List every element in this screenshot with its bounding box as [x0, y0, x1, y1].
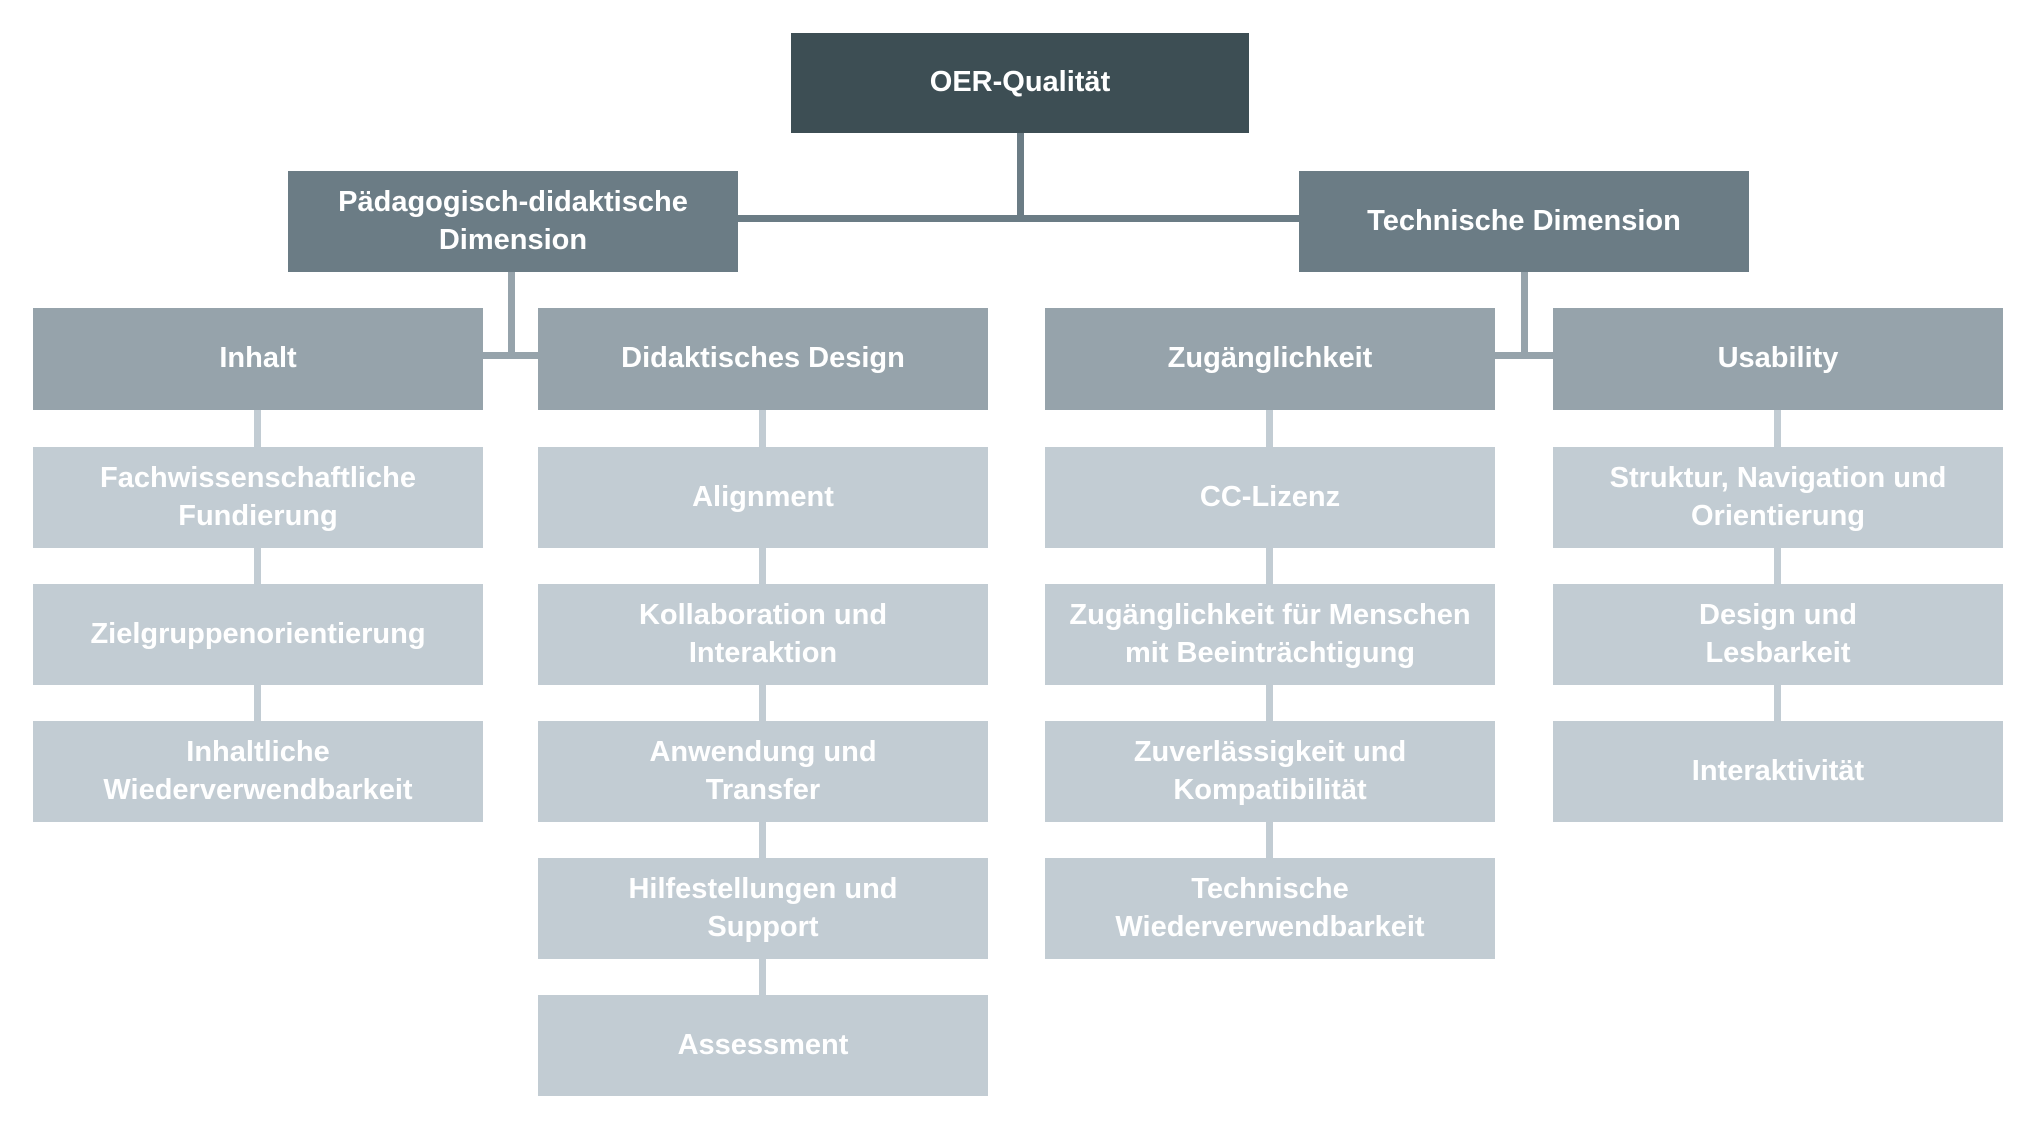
connector-col3-gap2 — [1266, 548, 1273, 584]
node-zielgruppenorientierung: Zielgruppenorientierung — [33, 584, 483, 685]
node-design-und-lesbarkeit: Design und Lesbarkeit — [1553, 584, 2003, 685]
connector-col2-gap3 — [759, 685, 766, 721]
connector-col3-gap1 — [1266, 410, 1273, 447]
connector-col3-gap4 — [1266, 822, 1273, 858]
node-oer-qualitaet: OER-Qualität — [791, 33, 1249, 133]
connector-col2-gap1 — [759, 410, 766, 447]
connector-col2-gap2 — [759, 548, 766, 584]
node-fachwissenschaftliche-fundierung: Fachwissenschaftliche Fundierung — [33, 447, 483, 548]
connector-col1-gap1 — [254, 410, 261, 447]
node-anwendung-und-transfer: Anwendung und Transfer — [538, 721, 988, 822]
connector-root-vertical — [1017, 133, 1024, 219]
node-paedagogisch-didaktische-dimension: Pädagogisch-didaktische Dimension — [288, 171, 738, 272]
connector-col1-gap2 — [254, 548, 261, 584]
connector-col4-gap3 — [1774, 685, 1781, 721]
node-kollaboration-und-interaktion: Kollaboration und Interaktion — [538, 584, 988, 685]
connector-technische-vertical — [1521, 272, 1528, 359]
node-struktur-navigation-orientierung: Struktur, Navigation und Orientierung — [1553, 447, 2003, 548]
connector-paedagogisch-horizontal — [483, 352, 538, 359]
node-technische-wiederverwendbarkeit: Technische Wiederverwendbarkeit — [1045, 858, 1495, 959]
node-usability: Usability — [1553, 308, 2003, 410]
connector-col4-gap1 — [1774, 410, 1781, 447]
node-didaktisches-design: Didaktisches Design — [538, 308, 988, 410]
node-inhaltliche-wiederverwendbarkeit: Inhaltliche Wiederverwendbarkeit — [33, 721, 483, 822]
node-alignment: Alignment — [538, 447, 988, 548]
connector-col3-gap3 — [1266, 685, 1273, 721]
node-zugaenglichkeit: Zugänglichkeit — [1045, 308, 1495, 410]
node-cc-lizenz: CC-Lizenz — [1045, 447, 1495, 548]
node-inhalt: Inhalt — [33, 308, 483, 410]
node-assessment: Assessment — [538, 995, 988, 1096]
connector-technische-horizontal — [1495, 352, 1553, 359]
node-zugaenglichkeit-fuer-menschen: Zugänglichkeit für Menschen mit Beeinträ… — [1045, 584, 1495, 685]
node-zuverlaessigkeit-und-kompatibilitaet: Zuverlässigkeit und Kompatibilität — [1045, 721, 1495, 822]
node-hilfestellungen-und-support: Hilfestellungen und Support — [538, 858, 988, 959]
connector-dimensions-horizontal — [738, 215, 1299, 222]
connector-col4-gap2 — [1774, 548, 1781, 584]
connector-paedagogisch-vertical — [508, 272, 515, 359]
node-technische-dimension: Technische Dimension — [1299, 171, 1749, 272]
connector-col1-gap3 — [254, 685, 261, 721]
connector-col2-gap4 — [759, 822, 766, 858]
connector-col2-gap5 — [759, 959, 766, 995]
node-interaktivitaet: Interaktivität — [1553, 721, 2003, 822]
